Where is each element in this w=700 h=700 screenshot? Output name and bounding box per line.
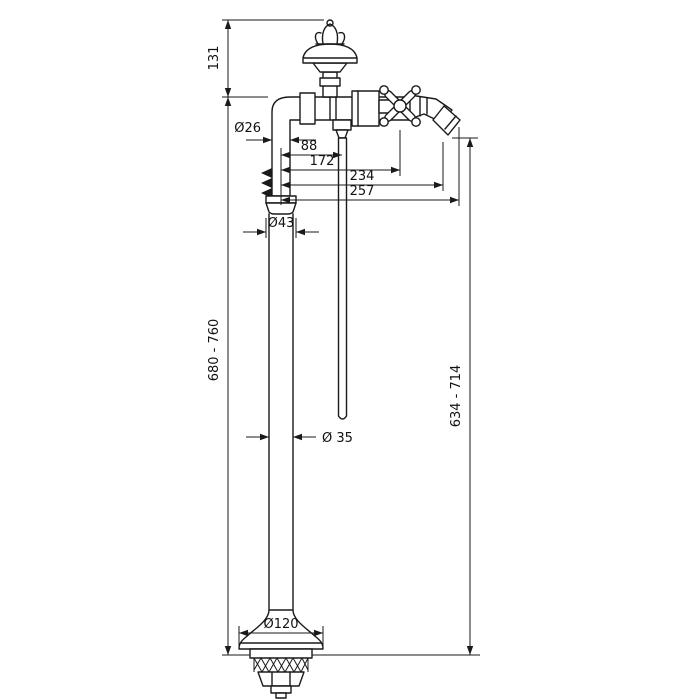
dim-680-760-label: 680 - 760: [207, 319, 222, 382]
dim-234-label: 234: [350, 169, 375, 184]
faucet-outline: [238, 19, 461, 699]
dimension-26: Ø26: [234, 121, 316, 144]
aerator: [432, 105, 461, 136]
dim-120-label: Ø120: [263, 617, 298, 632]
dim-35-label: Ø 35: [322, 431, 353, 446]
dimension-172: 172: [281, 130, 401, 176]
valve-block: [351, 90, 380, 127]
dim-257-label: 257: [350, 184, 375, 199]
riser-thread-detail: [261, 168, 272, 198]
base-flange: [238, 609, 324, 650]
handle-hub: [393, 99, 407, 113]
shower-holder: [302, 19, 358, 98]
dim-43-label: Ø43: [268, 216, 295, 231]
dimension-120: Ø120: [238, 617, 324, 646]
dimension-88: 88: [281, 139, 342, 159]
cross-handle: [379, 85, 421, 127]
dim-131-label: 131: [207, 46, 222, 71]
dim-634-714-label: 634 - 714: [449, 365, 464, 428]
dimension-234: 234: [281, 142, 444, 191]
dim-172-label: 172: [310, 154, 335, 169]
dimension-257: 257: [281, 127, 460, 206]
dimension-680-760: 680 - 760: [207, 97, 232, 655]
dimension-35: Ø 35: [246, 431, 353, 446]
dimension-131: 131: [207, 19, 324, 98]
hose: [332, 119, 352, 420]
union-nut: [299, 92, 316, 125]
body-joint-lines: [329, 96, 337, 121]
dimension-634-714: 634 - 714: [449, 137, 478, 655]
dim-26-label: Ø26: [234, 121, 261, 136]
finial: [314, 19, 346, 45]
spout: [409, 94, 461, 136]
mounting-hardware: [249, 648, 313, 699]
column: [268, 213, 294, 611]
dimension-43: Ø43: [243, 216, 319, 238]
dim-88-label: 88: [301, 139, 318, 154]
